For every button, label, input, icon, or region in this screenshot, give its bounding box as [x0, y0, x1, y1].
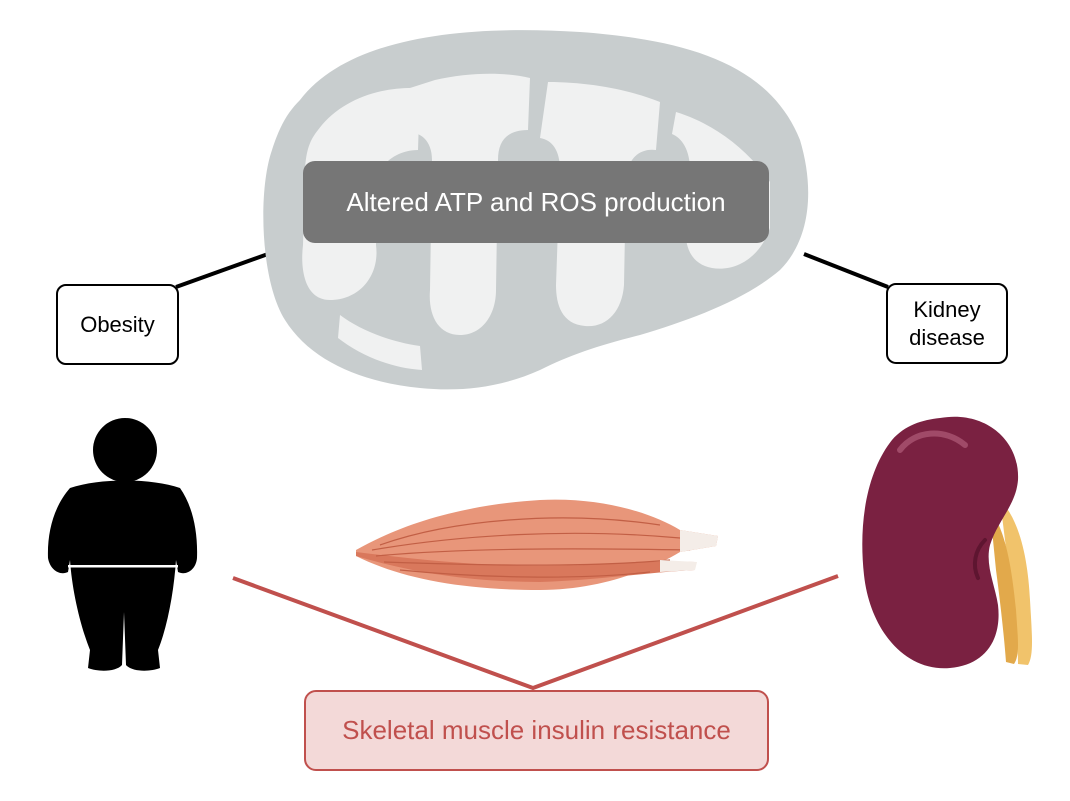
obese-person-icon	[47, 418, 198, 671]
mitochondrion-label: Altered ATP and ROS production	[303, 161, 769, 243]
outcome-label: Skeletal muscle insulin resistance	[342, 715, 731, 745]
mitochondrion-label-text: Altered ATP and ROS production	[346, 186, 726, 217]
obesity-box: Obesity	[56, 284, 179, 365]
connector-kidney	[803, 252, 889, 289]
obesity-label: Obesity	[80, 311, 155, 337]
outcome-connector	[232, 574, 839, 691]
connector-obesity	[175, 252, 269, 289]
muscle-icon	[356, 499, 718, 590]
kidney-disease-label-line2: disease	[909, 324, 985, 350]
kidney-disease-box: Kidney disease	[886, 283, 1008, 364]
kidney-icon	[862, 416, 1032, 669]
kidney-disease-label-line1: Kidney	[913, 296, 981, 322]
outcome-box: Skeletal muscle insulin resistance	[304, 690, 769, 771]
